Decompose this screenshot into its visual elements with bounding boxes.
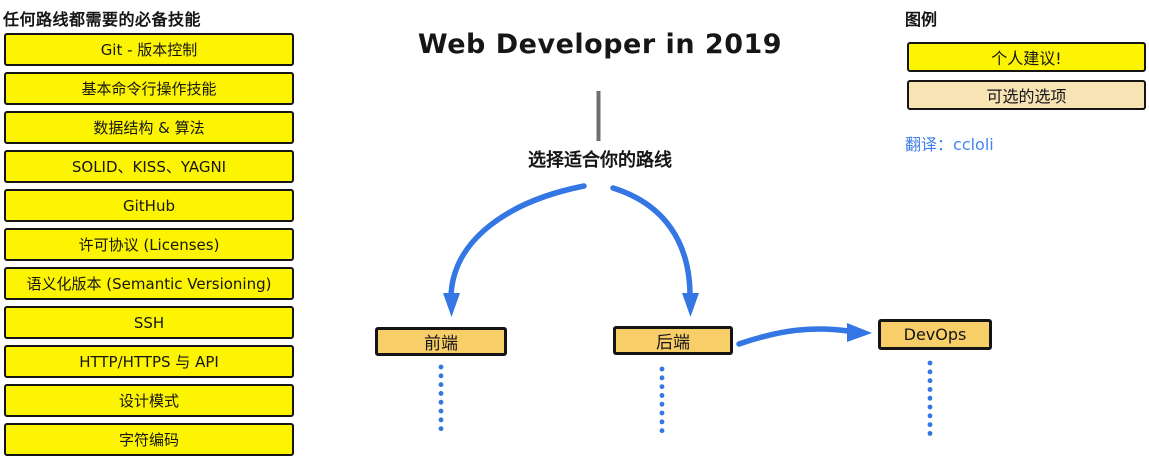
skill-box-http-api: HTTP/HTTPS 与 API <box>4 345 294 378</box>
skill-box-licenses: 许可协议 (Licenses) <box>4 228 294 261</box>
arrow-to-backend-head <box>682 293 699 317</box>
arrow-to-frontend-icon <box>448 183 587 299</box>
arrow-to-backend-icon <box>610 185 693 299</box>
skill-box-command-line: 基本命令行操作技能 <box>4 72 294 105</box>
arrow-to-frontend-head <box>443 293 460 317</box>
legend-recommended-box: 个人建议! <box>907 42 1146 72</box>
skill-box-solid-kiss-yagni: SOLID、KISS、YAGNI <box>4 150 294 183</box>
legend-heading: 图例 <box>905 10 938 29</box>
arrow-to-devops-head <box>847 323 872 342</box>
legend-optional-box: 可选的选项 <box>907 80 1146 110</box>
skill-box-git: Git - 版本控制 <box>4 33 294 66</box>
page-title: Web Developer in 2019 <box>417 29 783 60</box>
skill-box-design-patterns: 设计模式 <box>4 384 294 417</box>
skill-box-github: GitHub <box>4 189 294 222</box>
skill-box-ssh: SSH <box>4 306 294 339</box>
required-skills-heading: 任何路线都需要的必备技能 <box>3 10 202 29</box>
path-box-devops: DevOps <box>878 319 992 350</box>
arrow-to-devops-icon <box>736 326 851 347</box>
translator-prefix: 翻译： <box>905 135 954 154</box>
translator-credit: 翻译：ccloli <box>905 131 994 155</box>
skill-box-data-structures: 数据结构 & 算法 <box>4 111 294 144</box>
translator-name-link[interactable]: ccloli <box>953 135 994 154</box>
skill-box-character-encoding: 字符编码 <box>4 423 294 456</box>
choose-path-label: 选择适合你的路线 <box>528 150 672 171</box>
skill-box-semver: 语义化版本 (Semantic Versioning) <box>4 267 294 300</box>
required-skills-list: Git - 版本控制 基本命令行操作技能 数据结构 & 算法 SOLID、KIS… <box>4 33 294 460</box>
path-box-frontend: 前端 <box>375 327 507 356</box>
path-box-backend: 后端 <box>613 326 733 355</box>
